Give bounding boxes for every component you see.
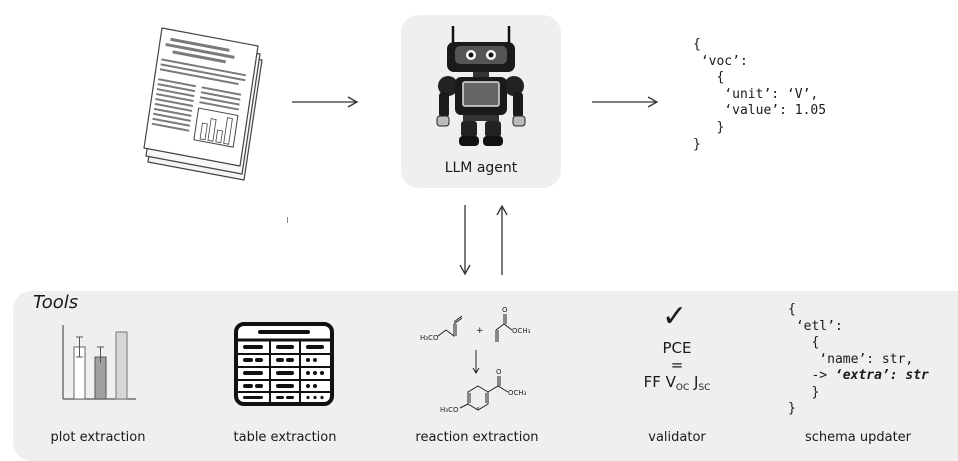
reagent2-label: OCH₃	[512, 327, 531, 335]
output-json-line: {	[693, 70, 725, 86]
reagent1-label: H₃CO	[420, 334, 439, 342]
tools-panel	[13, 291, 958, 461]
reagent2-o: O	[502, 306, 508, 314]
schema-json-line: }	[788, 384, 820, 400]
product-left-label: H₃CO	[440, 406, 459, 414]
schema-json-extra: ‘extra’: str	[834, 368, 929, 383]
reaction-scheme: H₃CO + O OCH₃ O OCH₃ H₃CO	[420, 306, 531, 414]
schema-json: { ‘etl’: { ‘name’: str, -> ‘extra’: str …	[788, 302, 929, 418]
agent-label: LLM agent	[444, 160, 518, 176]
output-json: { ‘voc’: { ‘unit’: ‘V’, ‘value’: 1.05 } …	[693, 37, 826, 153]
plus-sign: +	[476, 326, 484, 336]
table-icon	[234, 322, 334, 406]
schema-json-line: {	[788, 335, 820, 350]
arrow-agent-to-tools	[459, 205, 471, 276]
bar-chart-icon	[62, 325, 136, 400]
schema-updater-label: schema updater	[804, 430, 912, 445]
table-extraction-label: table extraction	[233, 430, 337, 445]
robot-icon	[436, 26, 526, 146]
ff-v-text: FF V	[643, 373, 676, 391]
product-right-label: OCH₃	[508, 389, 527, 397]
pce-equals: =	[670, 356, 684, 374]
plot-extraction-label: plot extraction	[50, 430, 146, 445]
output-json-line: ‘unit’: ‘V’,	[693, 86, 819, 102]
arrow-doc-to-agent	[292, 96, 359, 108]
arrow-agent-to-json	[592, 96, 659, 108]
output-json-line: ‘voc’:	[693, 53, 748, 69]
document-stack-icon	[143, 27, 263, 181]
jsc-subscript: SC	[698, 383, 711, 393]
pce-expression: FF VOC JSC	[627, 374, 727, 397]
schema-json-line: }	[788, 401, 796, 416]
schema-json-arrow: ->	[788, 368, 835, 383]
output-json-line: ‘value’: 1.05	[693, 103, 827, 119]
output-json-line: }	[693, 119, 725, 135]
schema-json-line: ‘name’: str,	[788, 351, 914, 367]
voc-subscript: OC	[675, 383, 690, 393]
j-text: J	[689, 373, 699, 391]
reaction-extraction-label: reaction extraction	[415, 430, 539, 445]
output-json-line: }	[693, 136, 701, 152]
product-o: O	[496, 368, 502, 376]
schema-json-line: {	[788, 302, 796, 317]
schema-json-line: ‘etl’:	[788, 318, 843, 334]
checkmark-icon: ✓	[662, 299, 688, 334]
output-json-line: {	[693, 37, 701, 52]
arrow-tools-to-agent	[496, 204, 508, 275]
tools-title: Tools	[33, 292, 79, 313]
pce-formula: PCE = FF VOC JSC	[627, 340, 727, 397]
pce-line: PCE	[662, 339, 692, 357]
stray-mark	[287, 217, 288, 223]
validator-label: validator	[648, 430, 706, 445]
